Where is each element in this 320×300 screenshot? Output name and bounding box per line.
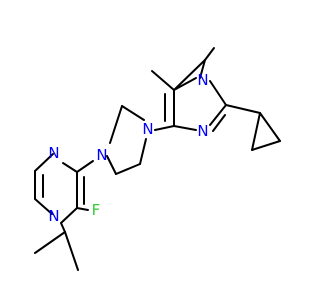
bond: [209, 80, 227, 106]
bond: [199, 59, 206, 79]
bond: [34, 231, 66, 254]
nitrogen-label-lower-ring-bottom: N: [48, 207, 59, 225]
bond: [251, 112, 261, 151]
bond: [154, 125, 175, 131]
bond: [64, 231, 79, 271]
nitrogen-label-upper-ring-top: N: [197, 71, 208, 89]
molecule-structure-diagram: N N N N N N F: [34, 47, 281, 271]
bond: [259, 112, 281, 142]
bond: [204, 47, 215, 61]
bond: [225, 104, 261, 114]
bond: [106, 155, 117, 175]
fluorine-label: F: [92, 201, 101, 219]
bond: [209, 104, 227, 126]
bond: [62, 162, 78, 173]
nitrogen-label-piperazine-right: N: [142, 120, 153, 138]
bond: [173, 59, 206, 91]
atom-label-group: N N N N N N F: [48, 71, 208, 225]
bond-lines: [34, 47, 281, 271]
bond: [139, 138, 147, 165]
bond: [60, 222, 66, 233]
nitrogen-label-upper-ring-bottom: N: [197, 122, 208, 140]
bond: [109, 105, 123, 144]
nitrogen-label-lower-ring-top: N: [48, 144, 59, 162]
bond: [121, 105, 145, 121]
bond: [173, 125, 197, 131]
bond: [115, 163, 141, 175]
bond: [173, 77, 197, 91]
bond: [212, 114, 226, 132]
bond: [60, 207, 78, 224]
bond: [251, 140, 281, 151]
bond: [34, 198, 53, 215]
bond: [76, 207, 89, 211]
bond: [76, 160, 94, 173]
bond: [151, 70, 175, 91]
nitrogen-label-piperazine-left: N: [96, 146, 107, 164]
bond: [34, 153, 54, 172]
